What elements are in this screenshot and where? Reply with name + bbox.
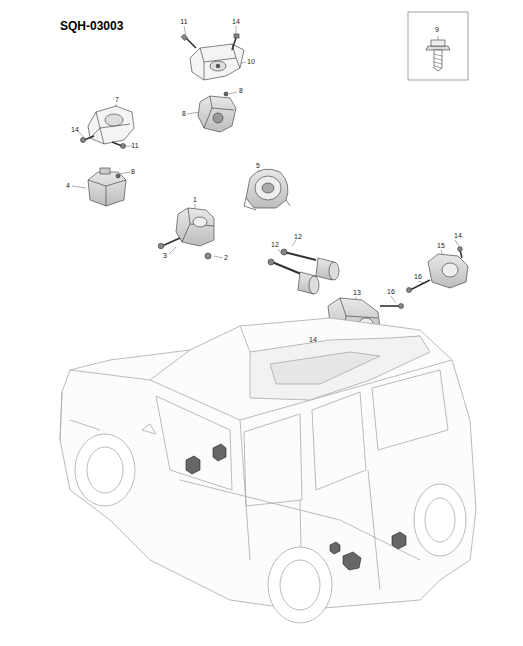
callout-number: 2 (224, 254, 228, 262)
callout-number: 12 (294, 233, 302, 241)
callout-number: 14 (71, 126, 79, 134)
callout-number: 4 (66, 182, 70, 190)
callout-number: 9 (435, 26, 439, 34)
callout-number: 10 (247, 58, 255, 66)
diagram-title: SQH-03003 (60, 19, 123, 33)
callout-number: 11 (180, 18, 187, 26)
callout-number: 16 (414, 273, 422, 281)
callout-number: 14 (454, 232, 462, 240)
callout-number: 15 (437, 242, 445, 250)
callout-number: 14 (232, 18, 240, 26)
callout-number: 3 (163, 252, 167, 260)
callout-number: 5 (256, 162, 260, 170)
callout-number: 7 (115, 96, 119, 104)
callout-number: 16 (387, 288, 395, 296)
callout-number: 13 (353, 289, 361, 297)
callout-number: 8 (182, 110, 186, 118)
callout-number: 14 (309, 336, 317, 344)
callout-number: 1 (193, 196, 197, 204)
callout-number: 8 (131, 168, 135, 176)
callout-number: 8 (239, 87, 243, 95)
callout-number: 12 (271, 241, 279, 249)
callout-number: 11 (131, 142, 138, 150)
